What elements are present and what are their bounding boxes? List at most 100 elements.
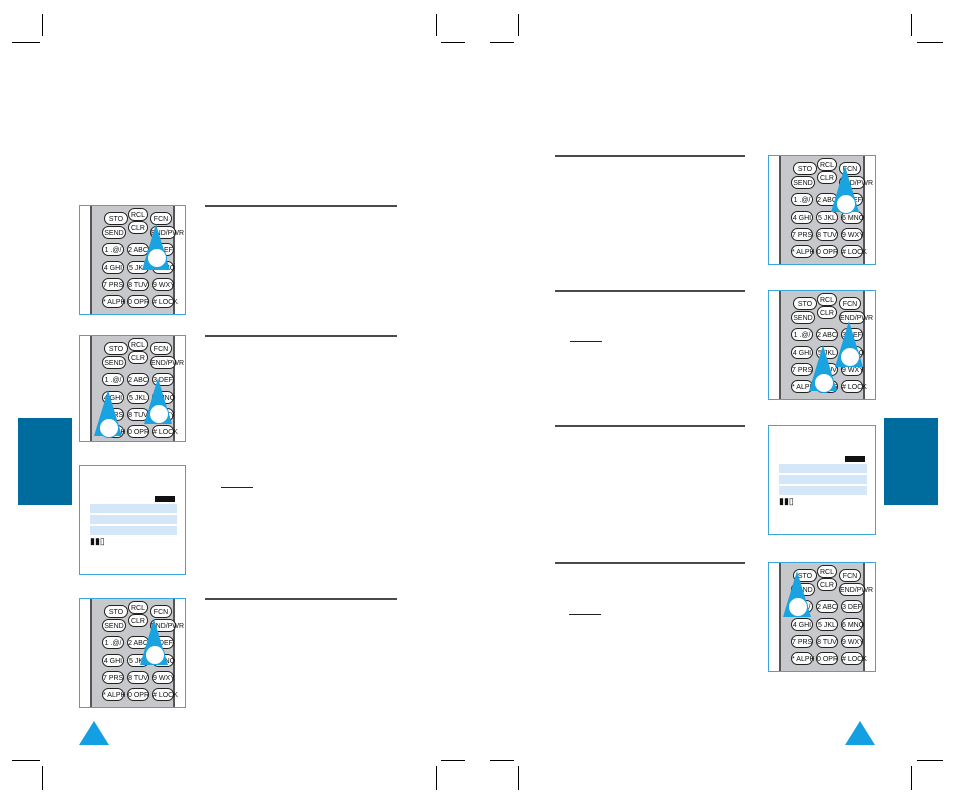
key-4[interactable]: 4 GHI [102, 261, 124, 274]
key-9[interactable]: 9 WXY [841, 228, 864, 241]
section-rule [555, 155, 745, 157]
key-3[interactable]: 3 DEF [841, 600, 863, 613]
key-0[interactable]: 0 OPR [127, 295, 149, 308]
send-key[interactable]: SEND [791, 311, 815, 324]
press-indicator [145, 645, 165, 665]
clr-key[interactable]: CLR [817, 306, 837, 319]
clr-key[interactable]: CLR [817, 578, 837, 591]
key-4[interactable]: 4 GHI [102, 654, 124, 667]
key-star[interactable]: * ALPH [102, 295, 126, 308]
rcl-key[interactable]: RCL [128, 338, 148, 351]
key-9[interactable]: 9 WXY [841, 635, 864, 648]
press-indicator [814, 373, 834, 393]
lcd-figure-right: ▮▮▯ [768, 425, 876, 535]
key-1[interactable]: 1 .@/ [102, 373, 124, 386]
rcl-key[interactable]: RCL [817, 565, 837, 578]
key-6[interactable]: 6 MNO [841, 618, 864, 631]
key-star[interactable]: * ALPH [791, 652, 815, 665]
page-marker-left [79, 721, 109, 745]
send-key[interactable]: SEND [791, 176, 815, 189]
key-hash[interactable]: # LOCK [841, 380, 867, 393]
crop-mark [436, 14, 437, 36]
key-4[interactable]: 4 GHI [791, 211, 813, 224]
key-1[interactable]: 1 .@/ [102, 243, 124, 256]
crop-mark [518, 766, 519, 790]
rcl-key[interactable]: RCL [128, 601, 148, 614]
key-2[interactable]: 2 ABC [816, 328, 838, 341]
key-hash[interactable]: # LOCK [841, 245, 867, 258]
send-key[interactable]: SEND [102, 356, 126, 369]
clr-key[interactable]: CLR [128, 351, 148, 364]
key-7[interactable]: 7 PRS [102, 671, 124, 684]
note-underline [569, 614, 601, 615]
key-0[interactable]: 0 OPR [816, 652, 838, 665]
sto-key[interactable]: STO [793, 162, 817, 175]
keypad-figure-3: STO RCL FCN SEND CLR END/PWR 1 .@/ 2 ABC… [79, 598, 186, 708]
rcl-key[interactable]: RCL [128, 208, 148, 221]
fcn-key[interactable]: FCN [839, 569, 861, 582]
key-hash[interactable]: # LOCK [152, 425, 178, 438]
crop-mark [436, 766, 437, 790]
key-9[interactable]: 9 WXY [152, 278, 175, 291]
key-5[interactable]: 5 JKL [816, 211, 838, 224]
key-1[interactable]: 1 .@/ [102, 636, 124, 649]
lcd-figure-left: ▮▮▯ [79, 465, 186, 575]
sto-key[interactable]: STO [793, 297, 817, 310]
key-7[interactable]: 7 PRS [102, 278, 124, 291]
end-key[interactable]: END/PWR [150, 356, 184, 369]
fcn-key[interactable]: FCN [150, 605, 172, 618]
key-2[interactable]: 2 ABC [816, 600, 838, 613]
press-indicator [149, 404, 169, 424]
press-indicator [99, 418, 119, 438]
lcd-status-badge [845, 456, 865, 462]
key-hash[interactable]: # LOCK [152, 688, 178, 701]
sto-key[interactable]: STO [104, 342, 128, 355]
key-9[interactable]: 9 WXY [152, 671, 175, 684]
key-1[interactable]: 1 .@/ [791, 193, 813, 206]
end-key[interactable]: END/PWR [839, 583, 873, 596]
fcn-key[interactable]: FCN [150, 342, 172, 355]
key-0[interactable]: 0 OPR [127, 688, 149, 701]
key-4[interactable]: 4 GHI [791, 618, 813, 631]
key-8[interactable]: 8 TUV [127, 671, 149, 684]
lcd-screen: ▮▮▯ [779, 456, 867, 506]
key-7[interactable]: 7 PRS [791, 635, 813, 648]
sto-key[interactable]: STO [104, 605, 128, 618]
crop-mark [911, 14, 912, 36]
keypad-figure-1: STO RCL FCN SEND CLR END/PWR 1 .@/ 2 ABC… [79, 205, 186, 315]
key-hash[interactable]: # LOCK [841, 652, 867, 665]
send-key[interactable]: SEND [102, 619, 126, 632]
key-5[interactable]: 5 JKL [816, 618, 838, 631]
keypad-figure-6: STO RCL FCN SEND CLR END/PWR 1 .@/ 2 ABC… [768, 562, 876, 672]
fcn-key[interactable]: FCN [839, 297, 861, 310]
send-key[interactable]: SEND [102, 226, 126, 239]
key-star[interactable]: * ALPH [102, 688, 126, 701]
key-0[interactable]: 0 OPR [816, 245, 838, 258]
keypad-figure-5: STO RCL FCN SEND CLR END/PWR 1 .@/ 2 ABC… [768, 290, 876, 400]
key-hash[interactable]: # LOCK [152, 295, 178, 308]
key-8[interactable]: 8 TUV [816, 635, 838, 648]
rcl-key[interactable]: RCL [817, 293, 837, 306]
key-8[interactable]: 8 TUV [127, 278, 149, 291]
note-underline [221, 487, 253, 488]
section-rule [555, 562, 745, 564]
crop-mark [518, 14, 519, 36]
section-rule [555, 290, 745, 292]
crop-mark [917, 42, 943, 43]
lcd-screen: ▮▮▯ [90, 496, 177, 546]
section-rule [555, 425, 745, 427]
key-7[interactable]: 7 PRS [791, 228, 813, 241]
key-star[interactable]: * ALPH [791, 245, 815, 258]
crop-mark [12, 42, 40, 43]
key-1[interactable]: 1 .@/ [791, 328, 813, 341]
key-0[interactable]: 0 OPR [127, 425, 149, 438]
crop-mark [441, 760, 465, 761]
lcd-row [779, 464, 867, 473]
section-tab-left [18, 418, 72, 505]
lcd-row [90, 515, 177, 524]
crop-mark [490, 42, 514, 43]
crop-mark [42, 14, 43, 36]
key-8[interactable]: 8 TUV [816, 228, 838, 241]
sto-key[interactable]: STO [104, 212, 128, 225]
battery-icon: ▮▮▯ [90, 536, 105, 546]
